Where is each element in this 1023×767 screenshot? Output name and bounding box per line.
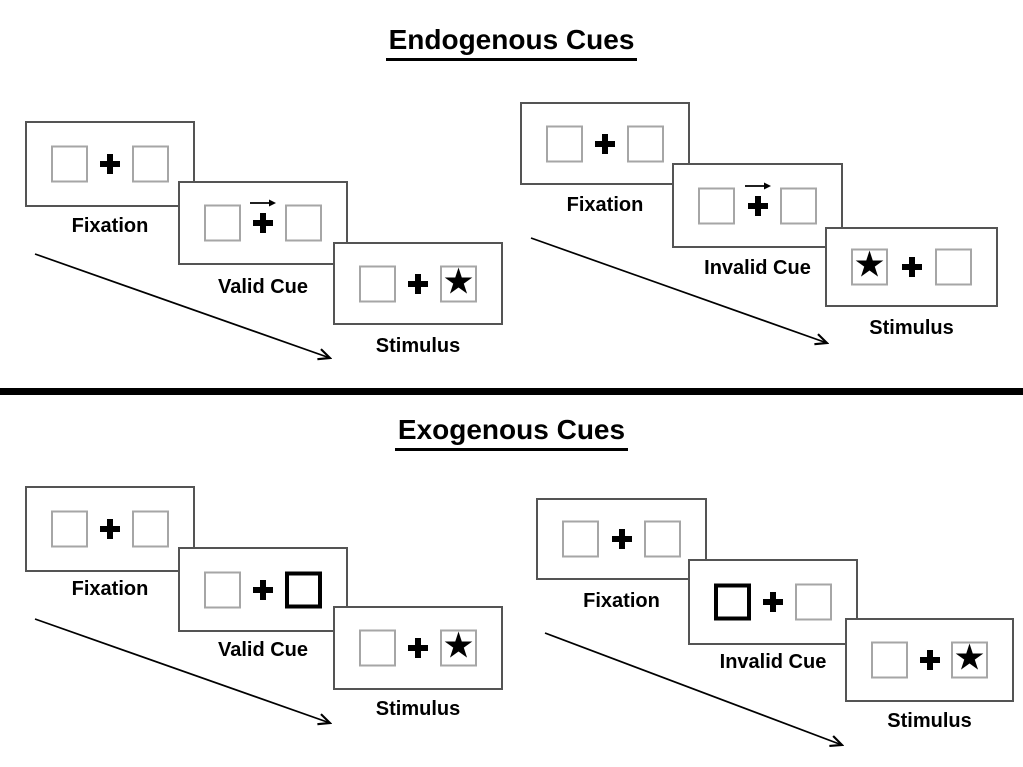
stimulus-panel: ★ <box>845 618 1014 702</box>
panel-label-fixation: Fixation <box>71 215 149 237</box>
fixation-cross-icon <box>763 592 783 612</box>
right-stimulus-box: ★ <box>951 637 988 679</box>
panel-label-invalid-cue: Invalid Cue <box>719 651 827 673</box>
star-stimulus-icon: ★ <box>853 244 886 286</box>
right-stimulus-box: ★ <box>440 625 477 667</box>
section-title-text: Endogenous Cues <box>385 24 638 61</box>
left-placeholder-box <box>51 145 88 183</box>
panel-label-stimulus: Stimulus <box>375 698 461 720</box>
stimulus-panel: ★ <box>825 227 998 307</box>
right-placeholder-box <box>644 520 681 558</box>
fixation-cross-icon <box>408 638 428 658</box>
section-divider <box>0 388 1023 395</box>
fixation-panel <box>520 102 690 185</box>
right-arrow-cue-icon <box>744 182 771 189</box>
panel-label-stimulus: Stimulus <box>375 335 461 357</box>
valid-cue-panel <box>178 181 348 265</box>
right-placeholder-box <box>935 248 972 286</box>
left-placeholder-box <box>871 641 908 679</box>
fixation-panel <box>536 498 707 580</box>
panel-label-fixation: Fixation <box>583 590 660 612</box>
fixation-cross-icon <box>253 213 273 233</box>
fixation-cross-icon <box>611 529 632 549</box>
section-title-endogenous: Endogenous Cues <box>0 24 1023 61</box>
left-placeholder-box <box>546 125 583 162</box>
right-placeholder-box <box>132 510 169 548</box>
fixation-cross-icon <box>100 519 120 539</box>
right-placeholder-box <box>285 204 322 242</box>
right-highlighted-cue-box <box>285 571 322 608</box>
left-placeholder-box <box>562 520 599 558</box>
right-placeholder-box <box>795 583 832 621</box>
timeline-arrow-endogenous-invalid <box>530 237 827 343</box>
timeline-arrow-endogenous-valid <box>34 253 330 358</box>
section-title-text: Exogenous Cues <box>394 414 629 451</box>
left-placeholder-box <box>204 571 241 608</box>
left-placeholder-box <box>204 204 241 242</box>
right-placeholder-box <box>132 145 169 183</box>
star-stimulus-icon: ★ <box>442 261 475 302</box>
panel-label-invalid-cue: Invalid Cue <box>704 257 811 279</box>
timeline-arrow-exogenous-invalid <box>544 632 842 745</box>
left-placeholder-box <box>359 629 396 667</box>
invalid-cue-panel <box>672 163 843 248</box>
fixation-cross-icon <box>919 650 940 670</box>
left-stimulus-box: ★ <box>851 244 888 286</box>
right-placeholder-box <box>627 125 664 162</box>
fixation-cross-icon <box>901 257 922 277</box>
fixation-cross-icon <box>100 154 120 174</box>
invalid-cue-panel <box>688 559 858 645</box>
left-placeholder-box <box>359 265 396 302</box>
right-arrow-cue-icon <box>250 199 276 207</box>
fixation-cross-icon <box>747 195 768 216</box>
panel-label-valid-cue: Valid Cue <box>217 639 309 661</box>
panel-label-fixation: Fixation <box>566 194 644 216</box>
star-stimulus-icon: ★ <box>953 637 986 679</box>
section-title-exogenous: Exogenous Cues <box>0 414 1023 451</box>
star-stimulus-icon: ★ <box>442 625 475 667</box>
fixation-cross-icon <box>595 133 615 154</box>
fixation-cross-icon <box>408 273 428 294</box>
right-placeholder-box <box>780 187 817 224</box>
left-placeholder-box <box>698 187 735 224</box>
fixation-panel <box>25 121 195 207</box>
panel-label-stimulus: Stimulus <box>869 317 954 339</box>
fixation-cross-icon <box>253 579 273 600</box>
stimulus-panel: ★ <box>333 606 503 690</box>
right-stimulus-box: ★ <box>440 261 477 302</box>
panel-label-valid-cue: Valid Cue <box>217 276 309 298</box>
fixation-panel <box>25 486 195 572</box>
panel-label-stimulus: Stimulus <box>887 710 972 732</box>
left-highlighted-cue-box <box>714 583 751 621</box>
left-placeholder-box <box>51 510 88 548</box>
stimulus-panel: ★ <box>333 242 503 325</box>
timeline-arrow-exogenous-valid <box>34 618 330 723</box>
panel-label-fixation: Fixation <box>71 578 149 600</box>
valid-cue-panel <box>178 547 348 632</box>
